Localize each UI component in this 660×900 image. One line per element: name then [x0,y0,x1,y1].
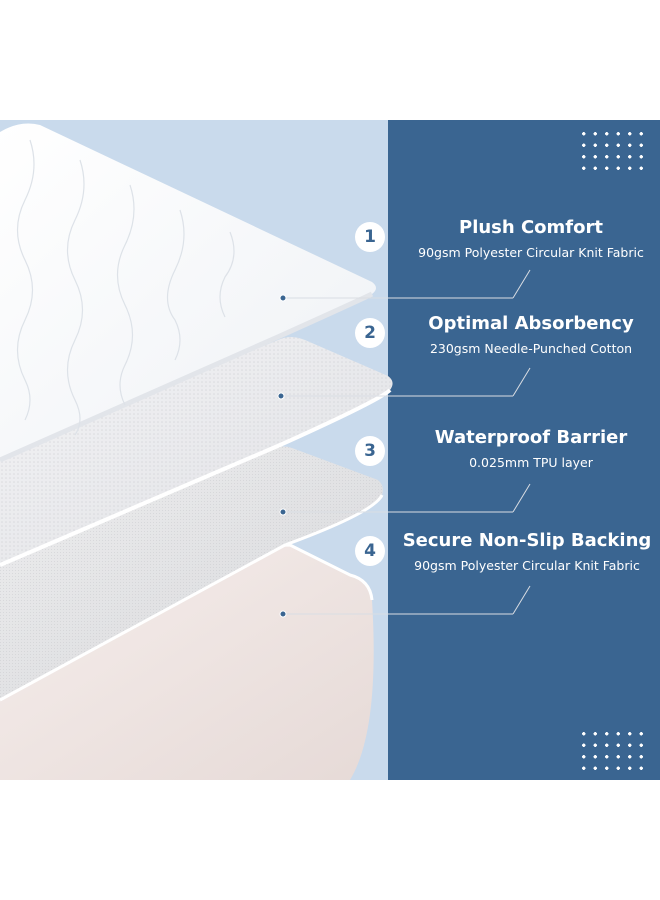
feature-subtitle: 0.025mm TPU layer [469,455,593,470]
feature-number-badge: 1 [355,222,385,252]
feature-title: Optimal Absorbency [428,313,634,334]
feature-panel [388,120,660,780]
leader-dots [277,294,287,618]
feature-subtitle: 90gsm Polyester Circular Knit Fabric [414,558,640,573]
decorative-dots-top [578,128,648,176]
quilt-stitching [16,139,235,436]
feature-number-badge: 2 [355,318,385,348]
decorative-dots-bottom [578,728,648,776]
layer-top-fabric [0,123,376,460]
feature-number-badge: 3 [355,436,385,466]
feature-title: Plush Comfort [459,217,603,238]
feature-title: Secure Non-Slip Backing [402,530,652,551]
feature-subtitle: 90gsm Polyester Circular Knit Fabric [418,245,644,260]
feature-title: Waterproof Barrier [434,427,628,448]
feature-number-badge: 4 [355,536,385,566]
layer-backing [0,542,374,780]
feature-subtitle: 230gsm Needle-Punched Cotton [429,341,633,356]
leader-lines [281,269,531,615]
